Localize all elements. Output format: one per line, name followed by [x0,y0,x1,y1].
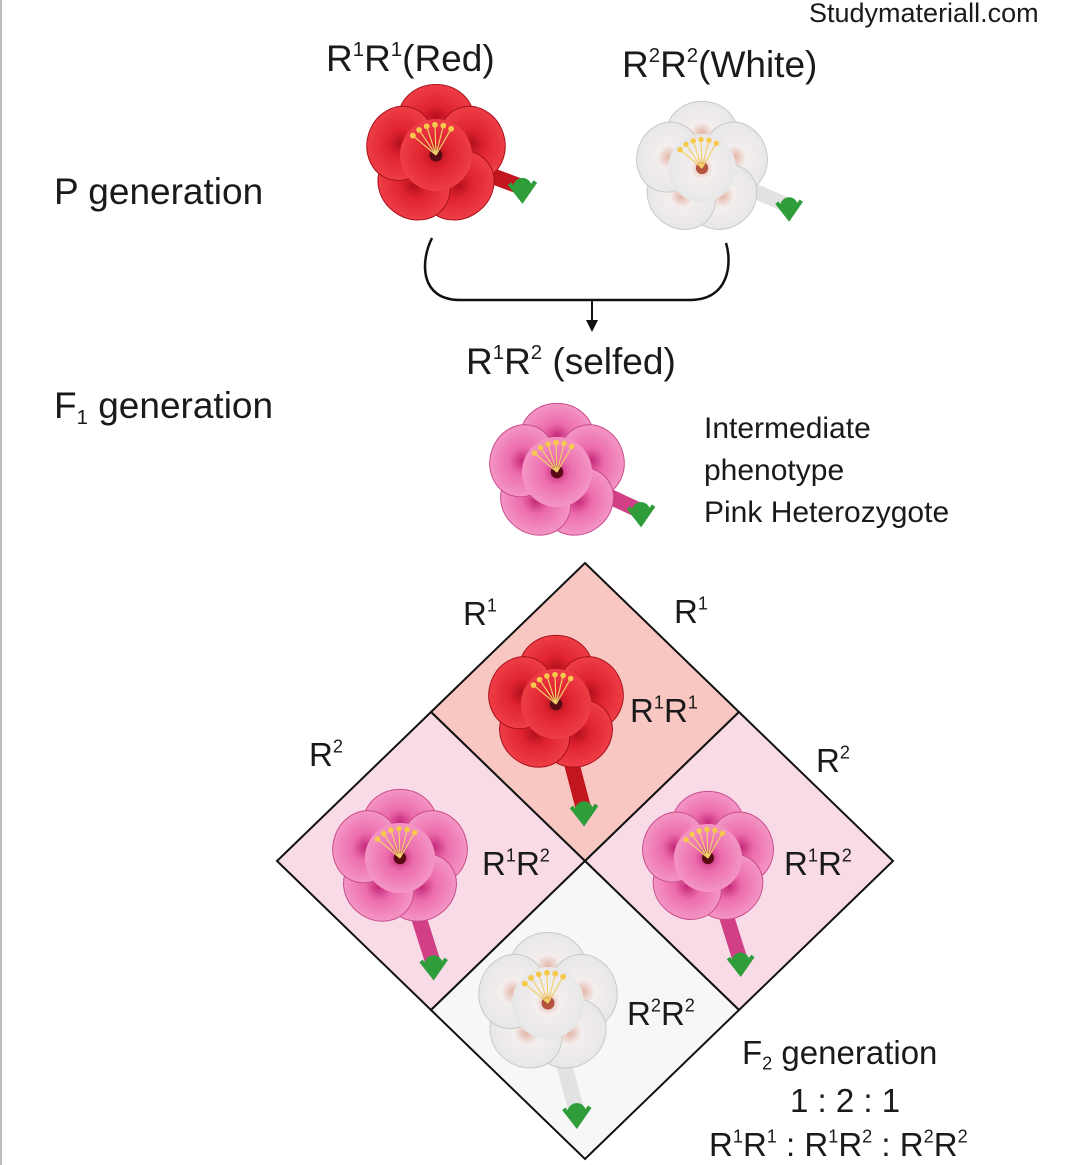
f2-ratio: 1 : 2 : 1 [790,1082,901,1119]
p-generation-label: P generation [54,171,264,212]
f1-description-line-2: phenotype [704,454,845,487]
punnett-pink-flower-left-icon [332,788,468,981]
cell-left-genotype: R1R2 [482,845,550,882]
white-flower-icon [636,100,803,230]
allele-left: R2 [309,736,343,773]
f2-genotype-ratio: R1R1 : R1R2 : R2R2 [709,1126,968,1163]
cross-arrow-head [586,320,598,332]
f1-description-line-1: Intermediate [704,412,871,445]
cell-bottom-genotype: R2R2 [627,995,695,1032]
f1-description-line-3: Pink Heterozygote [704,496,950,529]
parent-white-genotype: R2R2(White) [622,44,818,85]
watermark-text: Studymateriall.com [809,0,1039,28]
allele-right: R2 [816,742,850,779]
left-border-rule [0,0,2,1165]
f1-phenotype-description: Intermediate phenotype Pink Heterozygote [704,408,949,534]
red-flower-icon [366,83,538,221]
allele-top-right: R1 [674,593,708,630]
f1-cross-genotype: R1R2 (selfed) [466,341,676,382]
f1-generation-label: F1 generation [54,385,274,430]
cross-connector [423,237,730,302]
punnett-red-flower-icon [488,634,624,827]
f2-generation-label: F2 generation [742,1034,938,1074]
parent-red-genotype: R1R1(Red) [326,38,495,79]
cell-right-genotype: R1R2 [784,845,852,882]
pink-flower-icon [489,402,656,536]
cell-top-genotype: R1R1 [630,692,698,729]
punnett-pink-flower-right-icon [642,790,774,978]
allele-top-left: R1 [463,595,497,632]
punnett-white-flower-icon [478,931,618,1130]
